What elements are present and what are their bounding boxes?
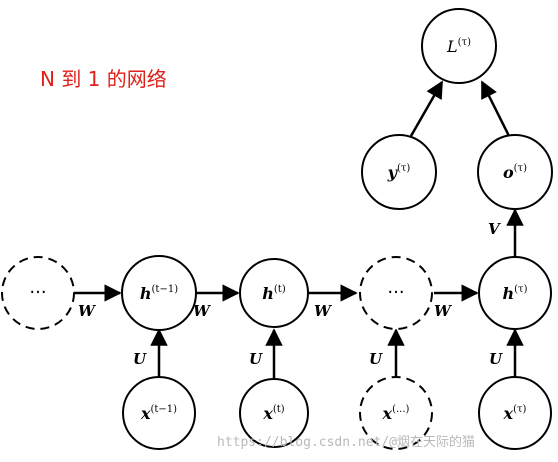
- node-x-tau-sup: (τ): [513, 404, 526, 415]
- node-x-tau-label: x: [503, 404, 514, 423]
- node-loss-label: L: [446, 37, 458, 56]
- node-h-tau-sup: (τ): [514, 284, 527, 295]
- node-o: o(τ): [477, 134, 553, 210]
- node-loss-sup: (τ): [458, 37, 471, 48]
- node-y-sup: (τ): [397, 163, 410, 174]
- edge-label-w-1: W: [193, 302, 212, 320]
- edge-label-u-2: U: [369, 350, 383, 368]
- node-h-tau-label: h: [503, 284, 515, 303]
- node-h-t: h(t): [239, 258, 309, 328]
- watermark-text: https://blog.csdn.net/@烟在天际的猫: [217, 434, 475, 450]
- svg-text:h(τ): h(τ): [503, 284, 528, 303]
- node-y: y(τ): [361, 134, 437, 210]
- node-h-t-label: h: [262, 284, 274, 303]
- edge-label-w-3: W: [434, 302, 453, 320]
- node-x-ellipsis: x(...): [359, 376, 433, 450]
- svg-text:x(t): x(t): [262, 404, 284, 423]
- node-x-t: x(t): [239, 378, 309, 448]
- node-x-tm1: x(t−1): [122, 376, 196, 450]
- edge-label-w-2: W: [314, 302, 333, 320]
- node-h-mid-ellipsis-label: ···: [387, 282, 404, 303]
- node-x-ellipsis-sup: (...): [392, 404, 409, 415]
- svg-text:L(τ): L(τ): [446, 37, 471, 56]
- node-h-tm1-sup: (t−1): [152, 284, 179, 295]
- svg-text:o(τ): o(τ): [503, 163, 527, 182]
- node-h-mid-ellipsis: ···: [359, 256, 433, 330]
- node-y-label: y: [387, 163, 399, 182]
- edge-y-to-loss: [409, 80, 444, 137]
- edge-label-u-3: U: [489, 350, 503, 368]
- svg-text:h(t−1): h(t−1): [140, 284, 178, 303]
- diagram-title: N 到 1 的网络: [40, 67, 167, 91]
- edge-label-v: V: [488, 220, 501, 238]
- node-h-tau: h(τ): [478, 256, 552, 330]
- edge-label-w-0: W: [78, 302, 97, 320]
- svg-text:x(τ): x(τ): [503, 404, 527, 423]
- node-x-t-sup: (t): [273, 404, 285, 415]
- node-o-sup: (τ): [514, 163, 527, 174]
- node-h-tm1-label: h: [140, 284, 152, 303]
- edge-label-u-0: U: [133, 350, 147, 368]
- node-x-tm1-sup: (t−1): [150, 404, 177, 415]
- node-x-t-label: x: [262, 404, 273, 423]
- node-x-tm1-label: x: [140, 404, 151, 423]
- node-h-tm1: h(t−1): [121, 255, 197, 331]
- svg-text:y(τ): y(τ): [387, 163, 411, 182]
- svg-text:x(t−1): x(t−1): [140, 404, 177, 423]
- node-o-label: o: [503, 163, 514, 182]
- svg-text:x(...): x(...): [382, 404, 410, 423]
- node-x-tau: x(τ): [478, 376, 552, 450]
- edge-o-to-loss: [480, 80, 511, 137]
- svg-text:h(t): h(t): [262, 284, 286, 303]
- edge-label-u-1: U: [249, 350, 263, 368]
- node-h-prev-ellipsis-label: ···: [29, 282, 46, 303]
- node-h-t-sup: (t): [274, 284, 286, 295]
- node-x-ellipsis-label: x: [382, 404, 393, 423]
- node-h-prev-ellipsis: ···: [1, 256, 75, 330]
- node-loss: L(τ): [421, 8, 497, 84]
